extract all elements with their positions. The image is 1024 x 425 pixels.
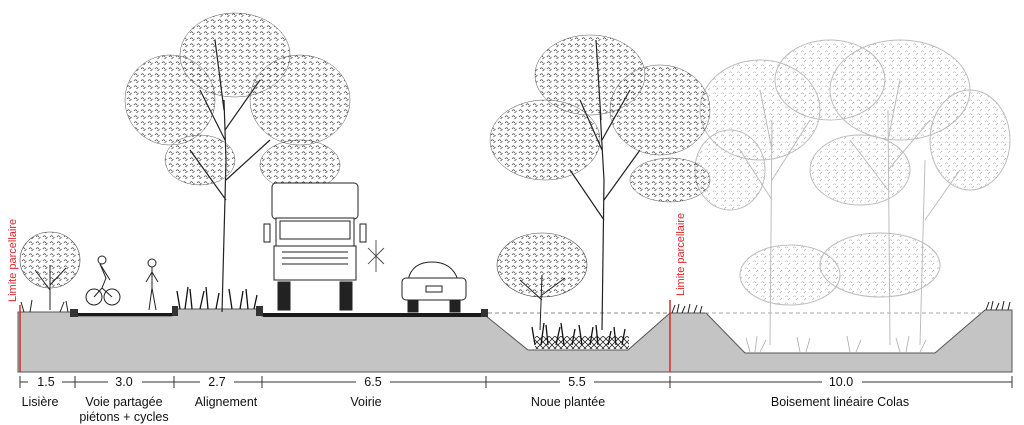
zone-name-voie-partagee-line2: piétons + cycles	[79, 410, 168, 424]
zone-width-boisement: 10.0	[829, 375, 853, 389]
faded-woodland-grasses	[745, 335, 927, 353]
zone-name-boisement: Boisement linéaire Colas	[771, 395, 909, 409]
zone-width-noue-plantee: 5.5	[568, 375, 585, 389]
grass-tuft-right-bank	[671, 303, 703, 314]
swale-grasses	[531, 322, 626, 346]
car-rear-view	[401, 261, 467, 313]
edge-shrub	[19, 231, 81, 313]
road-surface	[263, 313, 481, 317]
axis-mark-symbol	[367, 240, 385, 272]
swale-shrub	[496, 232, 588, 331]
zone-width-lisiere: 1.5	[37, 375, 54, 389]
zone-name-voie-partagee-line1: Voie partagée	[85, 395, 162, 409]
zone-name-noue-plantee: Noue plantée	[531, 395, 605, 409]
boundary-label-right: Limite parcellaire	[675, 213, 687, 296]
grass-tuft-far-right	[985, 300, 1011, 311]
swale-tree	[489, 34, 711, 331]
zone-name-alignement: Alignement	[195, 395, 258, 409]
curb-left	[70, 309, 78, 317]
boundary-label-left: Limite parcellaire	[7, 219, 19, 302]
cyclist-figure	[85, 255, 121, 306]
curb-alignment-right	[256, 306, 263, 316]
zone-name-lisiere: Lisière	[22, 395, 59, 409]
zone-width-voirie: 6.5	[364, 375, 381, 389]
zone-width-alignement: 2.7	[208, 375, 225, 389]
truck-front-view	[263, 182, 367, 311]
zone-name-voirie: Voirie	[350, 395, 381, 409]
curb-road-right	[481, 309, 488, 317]
ground-profile	[17, 308, 1013, 373]
pedestrian-figure	[145, 258, 159, 311]
alignment-tree	[124, 12, 351, 313]
faded-woodland-trees	[694, 39, 1011, 346]
curb-alignment-left	[172, 306, 178, 316]
dimension-ticks	[19, 376, 1013, 388]
path-surface	[78, 313, 172, 316]
zone-width-voie-partagee: 3.0	[115, 375, 132, 389]
